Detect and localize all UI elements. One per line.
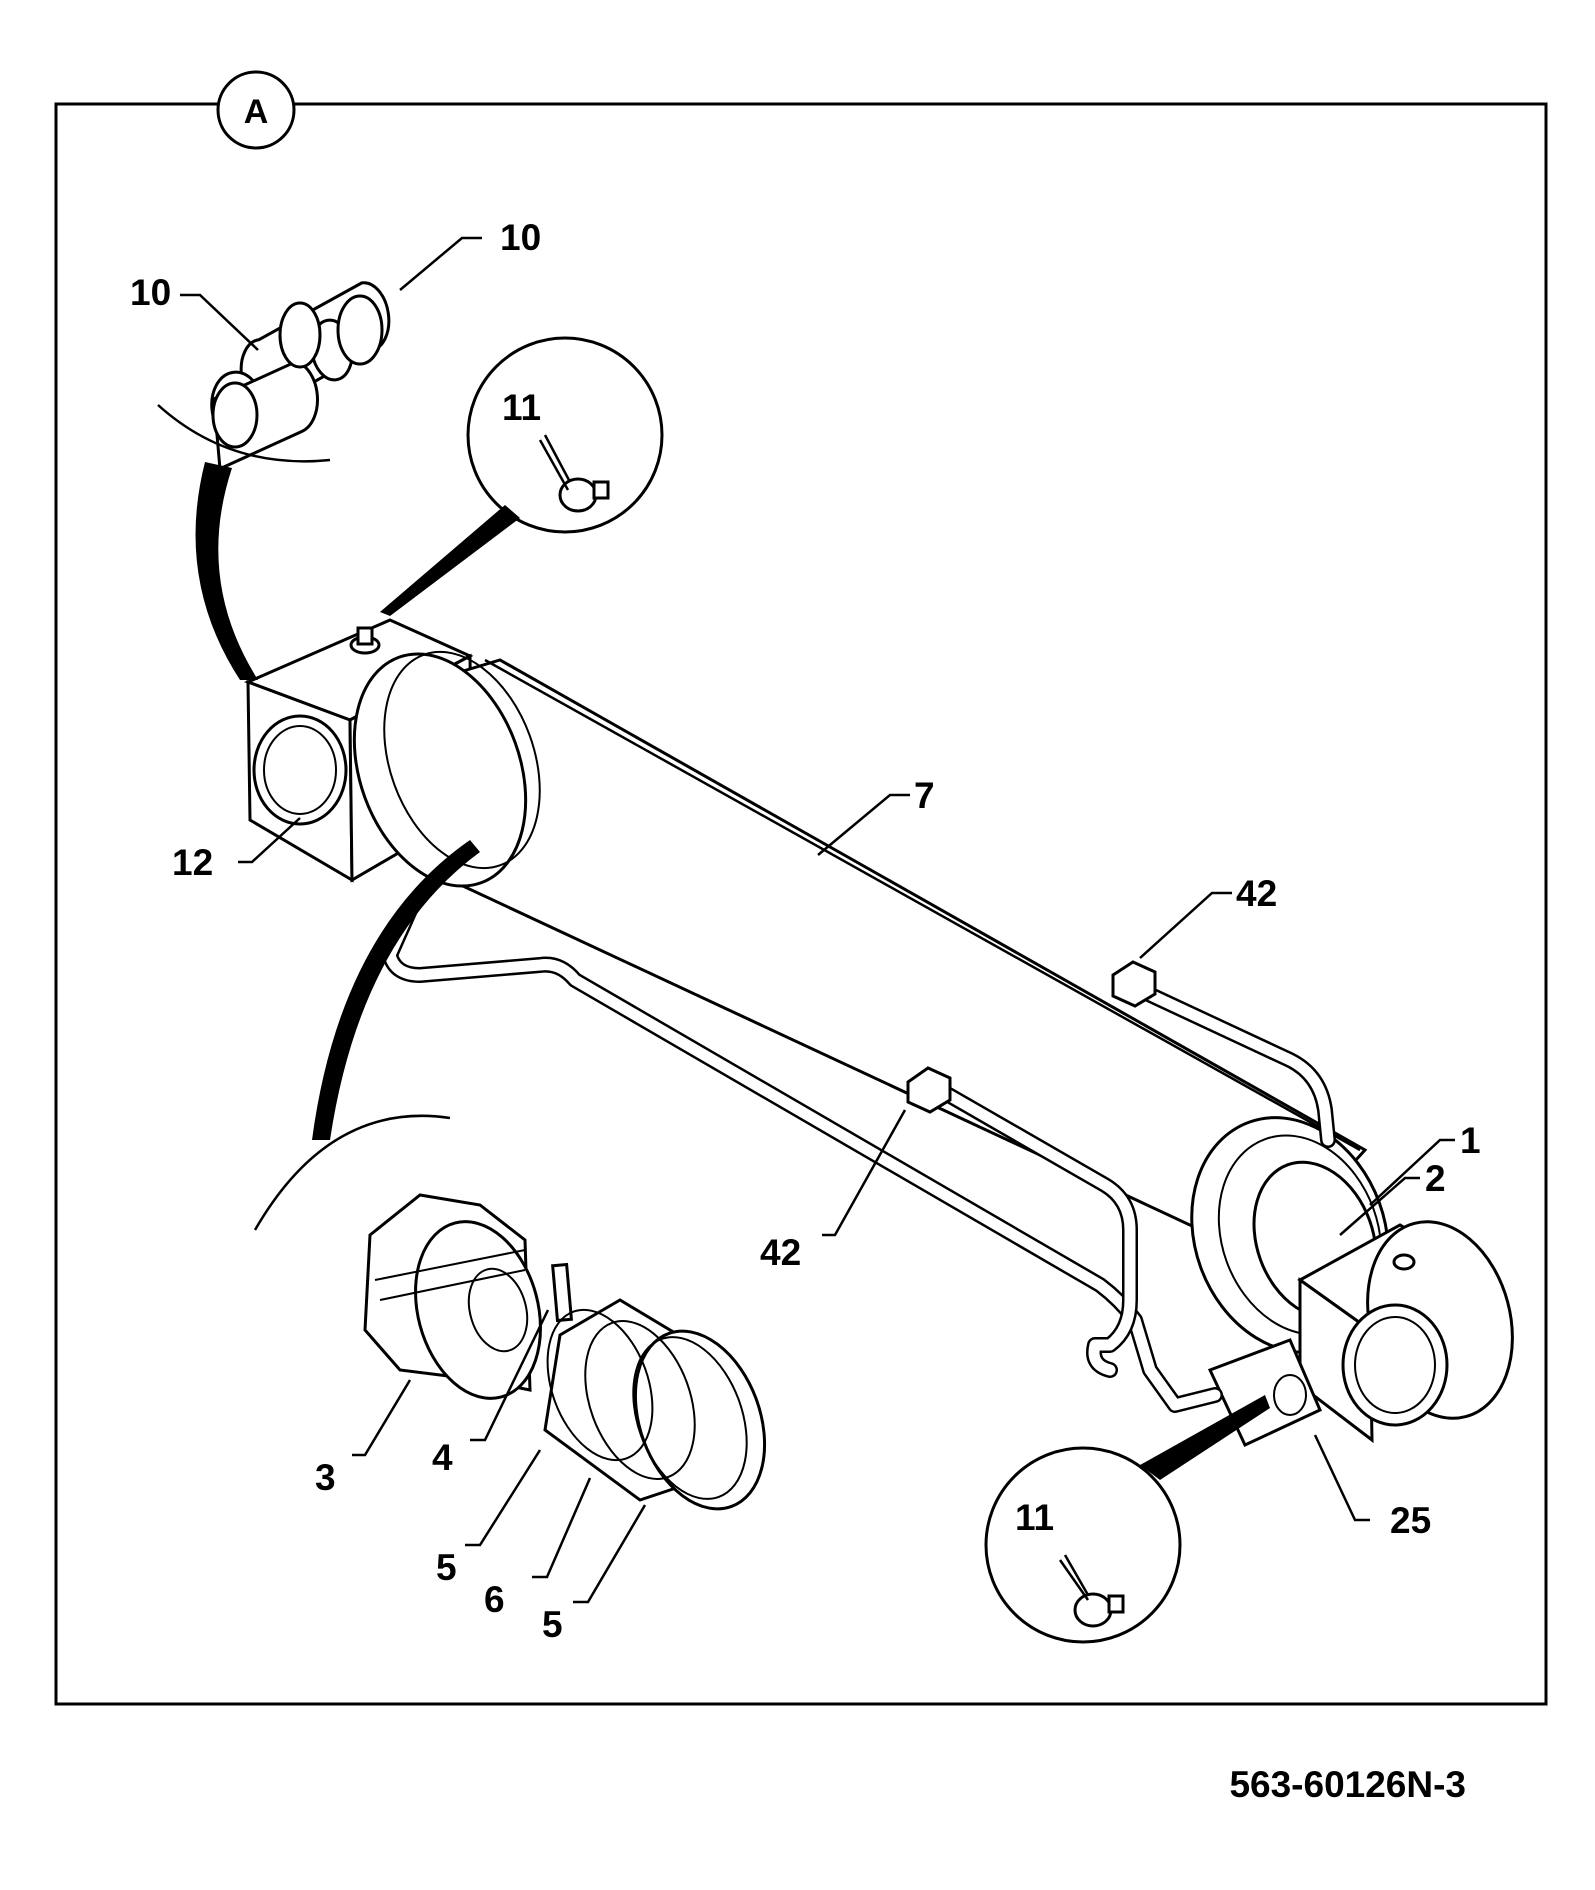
callout-5-right: 5 <box>542 1604 563 1645</box>
callout-6: 6 <box>484 1579 505 1620</box>
callout-leaders <box>180 236 1455 1604</box>
callout-2: 2 <box>1425 1158 1446 1199</box>
detail-leader-bushings <box>157 404 331 680</box>
callout-42-lower: 42 <box>760 1232 801 1273</box>
piston-part <box>363 1193 542 1400</box>
cylinder-barrel <box>243 618 1514 1447</box>
drawing-number: 563-60126N-3 <box>1229 1764 1466 1805</box>
callout-10-lower: 10 <box>130 272 171 313</box>
figure-frame <box>54 102 1548 1706</box>
callout-4: 4 <box>432 1437 453 1478</box>
detail-bubble-bottom <box>984 1395 1270 1644</box>
callout-7: 7 <box>914 775 935 816</box>
hydraulic-tubes <box>382 902 1336 1413</box>
callout-1: 1 <box>1460 1120 1481 1161</box>
seal-parts <box>543 1298 767 1511</box>
callout-42-upper: 42 <box>1236 873 1277 914</box>
callout-25: 25 <box>1390 1500 1431 1541</box>
callout-labels: 10 10 11 12 7 42 42 1 2 3 4 5 6 5 25 11 <box>130 217 1481 1645</box>
callout-11-bottom: 11 <box>1015 1497 1054 1538</box>
callout-3: 3 <box>315 1457 336 1498</box>
pin-part <box>551 1262 574 1323</box>
detail-leader-piston <box>253 840 480 1231</box>
callout-12: 12 <box>172 842 213 883</box>
callout-10-upper: 10 <box>500 217 541 258</box>
callout-5-left: 5 <box>436 1547 457 1588</box>
view-label-badge: A <box>216 70 296 150</box>
callout-11-top: 11 <box>502 387 541 428</box>
detail-bubble-top <box>380 336 664 616</box>
bushing-parts <box>210 281 391 471</box>
view-label: A <box>244 93 269 131</box>
